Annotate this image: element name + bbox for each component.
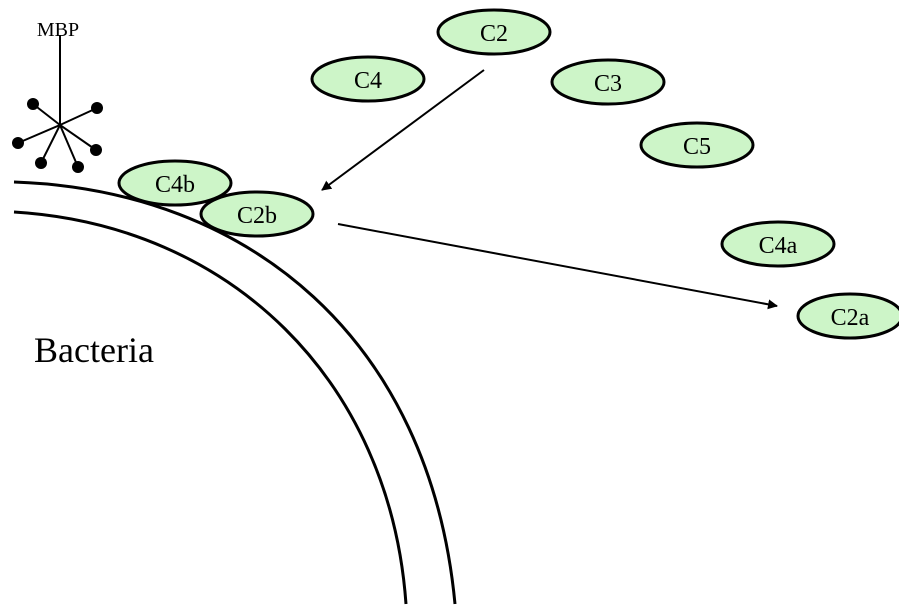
arrow-c2-to-c2b <box>321 69 485 191</box>
mbp-binding-sites <box>12 98 103 173</box>
protein-c4: C4 <box>310 55 426 103</box>
bacteria-outer-membrane <box>13 180 457 605</box>
protein-c4a: C4a <box>720 220 836 268</box>
mbp-label: MBP <box>37 19 79 41</box>
bacteria-inner-membrane <box>13 210 408 605</box>
protein-c4a-label: C4a <box>759 233 798 259</box>
protein-c3-label: C3 <box>594 71 622 97</box>
protein-c2a-label: C2a <box>831 305 870 331</box>
protein-c5-label: C5 <box>683 134 711 160</box>
protein-c3: C3 <box>550 58 666 106</box>
protein-c4b-label: C4b <box>155 172 195 198</box>
arrow-c2b-to-c2a <box>337 223 778 310</box>
protein-c2: C2 <box>436 8 552 56</box>
protein-c2b: C2b <box>199 190 315 238</box>
mbp-molecule <box>12 35 103 173</box>
protein-c2-label: C2 <box>480 21 508 47</box>
bacteria-label: Bacteria <box>34 330 154 370</box>
protein-c5: C5 <box>639 121 755 169</box>
protein-c4b: C4b <box>117 159 233 207</box>
protein-c4-label: C4 <box>354 68 382 94</box>
protein-c2b-label: C2b <box>237 203 277 229</box>
protein-c2a: C2a <box>796 292 899 340</box>
